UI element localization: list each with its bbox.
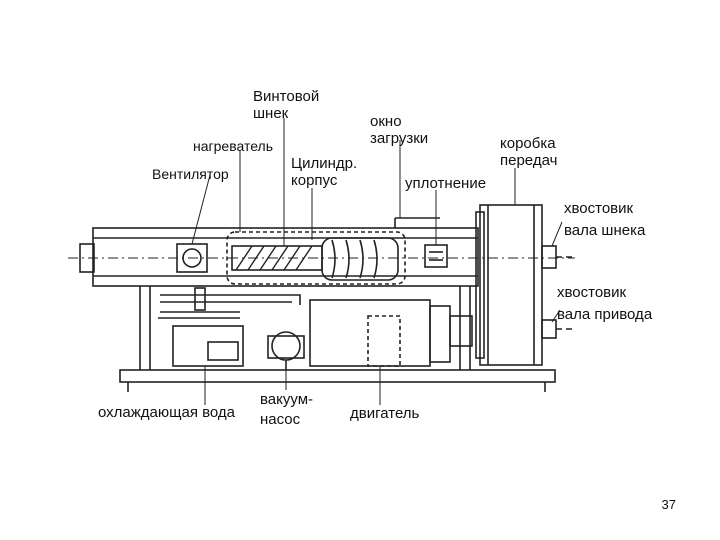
- label-motor: двигатель: [350, 405, 420, 422]
- seal-block: [424, 244, 448, 268]
- label-window-line2: загрузки: [370, 130, 429, 147]
- label-window-line1: окно: [370, 113, 402, 130]
- label-screw: Винтовой шнек: [253, 88, 319, 122]
- gearbox: [479, 204, 543, 366]
- label-fan: Вентилятор: [152, 166, 229, 182]
- label-heater: нагреватель: [193, 138, 273, 154]
- label-seal: уплотнение: [405, 175, 487, 192]
- label-vacuum-pump-line2: насос: [260, 411, 301, 428]
- label-cylinder-line2: корпус: [291, 172, 338, 189]
- label-screw-line1: Винтовой: [253, 88, 320, 105]
- cylinder-body: [226, 231, 406, 285]
- label-gearbox: коробка передач: [500, 135, 557, 169]
- label-cylinder-line1: Цилиндр.: [291, 155, 358, 172]
- barrel-housing: [92, 227, 479, 287]
- label-vacuum-pump-line1: вакуум-: [260, 391, 314, 408]
- label-screw-shank-line1: хвостовик: [564, 200, 634, 217]
- label-screw-shank-line2: вала шнека: [564, 222, 646, 239]
- label-vacuum-pump: вакуум- насос: [260, 390, 313, 430]
- label-gearbox-line2: передач: [500, 152, 558, 169]
- page-number: 37: [661, 497, 676, 512]
- cooling-tank: [172, 325, 244, 367]
- motor: [309, 299, 431, 367]
- label-window: окно загрузки: [370, 113, 428, 147]
- label-cooling-water: охлаждающая вода: [98, 404, 236, 421]
- label-screw-line2: шнек: [253, 105, 289, 122]
- label-screw-shank: хвостовик вала шнека: [564, 198, 645, 242]
- label-drive-shank-line1: хвостовик: [557, 284, 627, 301]
- base-plate: [119, 369, 556, 383]
- drive-shank: [541, 319, 557, 339]
- label-drive-shank: хвостовик вала привода: [557, 282, 652, 326]
- screw-shank: [541, 245, 557, 269]
- label-cylinder: Цилиндр. корпус: [291, 155, 357, 189]
- label-drive-shank-line2: вала привода: [557, 306, 653, 323]
- label-gearbox-line1: коробка: [500, 135, 556, 152]
